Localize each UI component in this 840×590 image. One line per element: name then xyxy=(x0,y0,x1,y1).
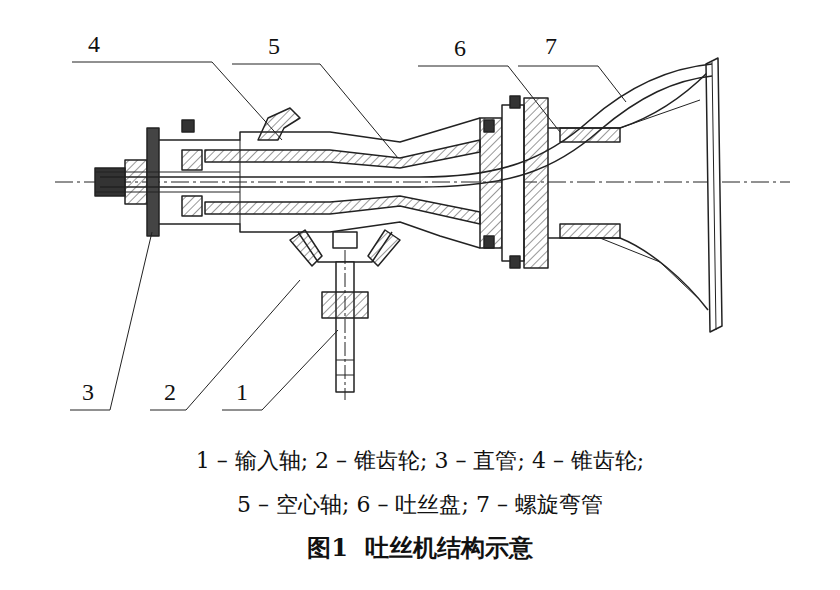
figure-caption: 图1 吐丝机结构示意 xyxy=(0,534,840,563)
callout-number: 2 xyxy=(164,378,176,407)
callout-number: 1 xyxy=(236,378,248,407)
callout-number: 3 xyxy=(82,378,94,407)
parts-list-line: 1 – 输入轴; 2 – 锥齿轮; 3 – 直管; 4 – 锥齿轮; xyxy=(0,448,840,474)
callout-number: 4 xyxy=(88,30,100,59)
parts-list-line: 5 – 空心轴; 6 – 吐丝盘; 7 – 螺旋弯管 xyxy=(0,492,840,518)
callout-number: 6 xyxy=(454,34,466,63)
callout-number: 5 xyxy=(268,32,280,61)
callout-number: 7 xyxy=(545,32,557,61)
